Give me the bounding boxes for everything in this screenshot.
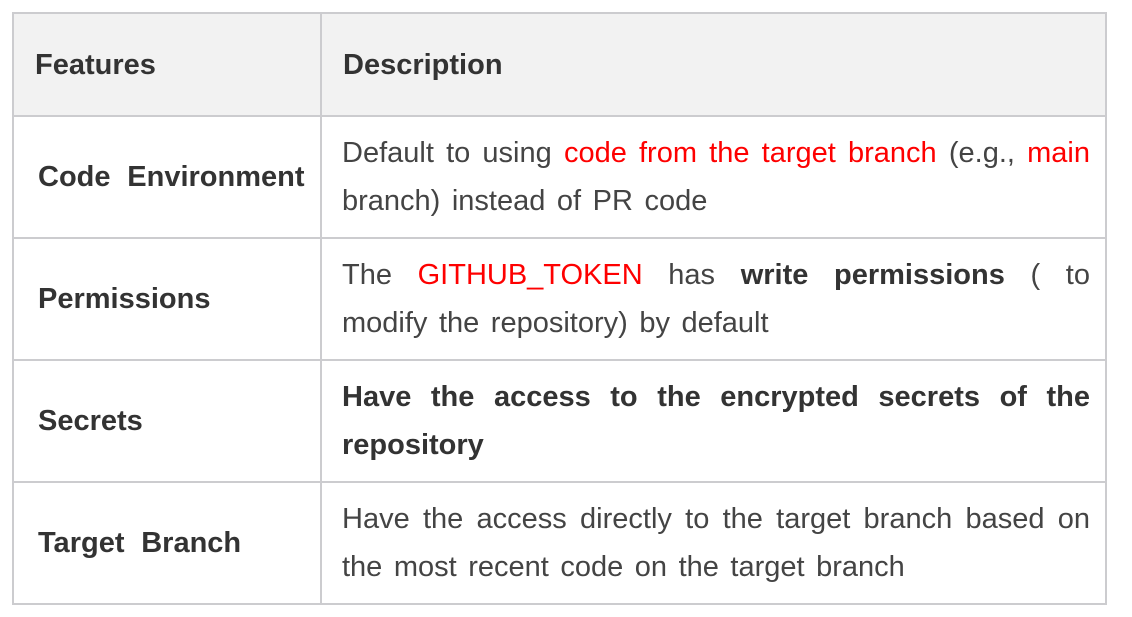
highlighted-text: code from the target branch bbox=[563, 137, 937, 169]
header-row: Features Description bbox=[12, 12, 1107, 117]
description-text: (e.g., bbox=[936, 137, 1028, 169]
feature-cell: Secrets bbox=[12, 359, 322, 483]
feature-cell: Target Branch bbox=[12, 481, 322, 605]
description-text: branch) instead of PR code bbox=[342, 185, 708, 217]
description-text: has bbox=[642, 259, 741, 291]
highlighted-text: GITHUB_TOKEN bbox=[417, 259, 643, 291]
description-text: ( to modify the repository) by default bbox=[342, 259, 1090, 339]
description-text: Have the access directly to the target b… bbox=[342, 503, 1090, 583]
column-header-features: Features bbox=[12, 12, 322, 117]
highlighted-text: main bbox=[1027, 137, 1090, 169]
description-cell: The GITHUB_TOKEN has write permissions (… bbox=[320, 237, 1107, 361]
description-cell: Default to using code from the target br… bbox=[320, 115, 1107, 239]
bold-text: Have the access to the encrypted secrets… bbox=[342, 381, 1090, 461]
description-cell: Have the access directly to the target b… bbox=[320, 481, 1107, 605]
bold-text: write permissions bbox=[740, 259, 1005, 291]
description-cell: Have the access to the encrypted secrets… bbox=[320, 359, 1107, 483]
description-text: Default to using bbox=[342, 137, 564, 169]
table-header: Features Description bbox=[12, 12, 1107, 117]
description-text: The bbox=[342, 259, 418, 291]
feature-cell: Code Environment bbox=[12, 115, 322, 239]
column-header-description: Description bbox=[320, 12, 1107, 117]
feature-cell: Permissions bbox=[12, 237, 322, 361]
